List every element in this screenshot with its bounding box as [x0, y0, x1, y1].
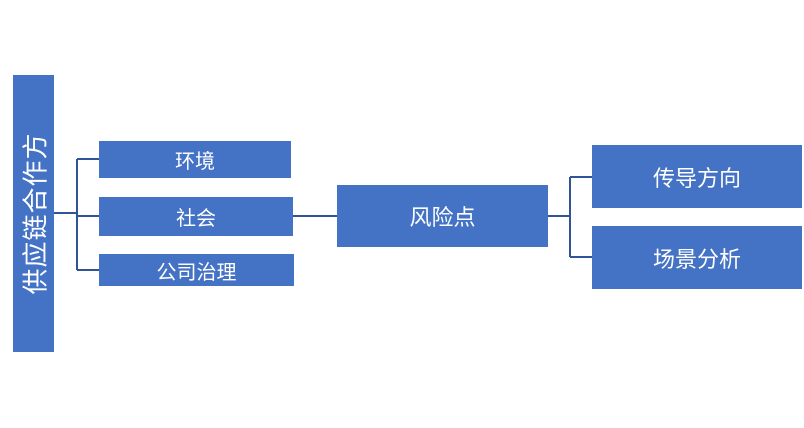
category-node-environment: 环境	[99, 141, 291, 178]
center-node-risk-point: 风险点	[337, 185, 548, 247]
category-node-label: 环境	[175, 149, 215, 173]
root-node-label: 供应链合作方	[21, 132, 52, 295]
category-node-society: 社会	[99, 197, 293, 236]
outcome-node-label: 传导方向	[652, 166, 741, 192]
outcome-node-label: 场景分析	[652, 247, 741, 273]
category-node-label: 社会	[176, 206, 216, 230]
outcome-node-transmission-direction: 传导方向	[592, 145, 802, 208]
outcome-node-scenario-analysis: 场景分析	[592, 226, 802, 289]
center-node-label: 风险点	[409, 206, 476, 231]
category-node-governance: 公司治理	[99, 254, 294, 286]
category-node-label: 公司治理	[156, 259, 237, 284]
root-node-supply-chain-partner: 供应链合作方	[13, 75, 54, 352]
